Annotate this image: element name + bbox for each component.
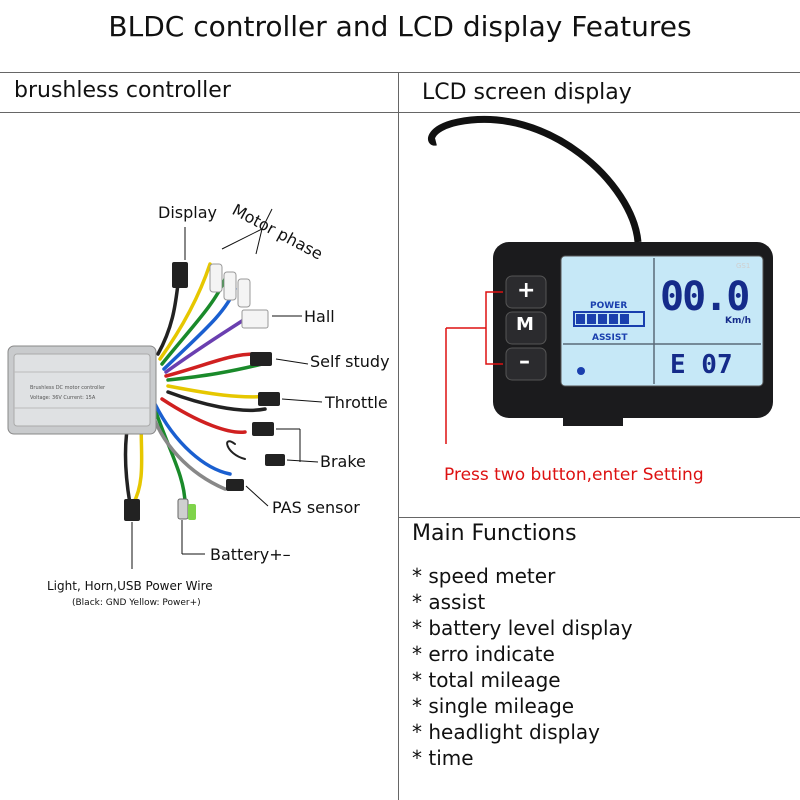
lcd-button-mode[interactable]: M xyxy=(516,314,534,335)
lcd-speed-unit: Km/h xyxy=(725,316,752,326)
functions-divider xyxy=(398,517,800,518)
function-item: * total mileage xyxy=(412,668,561,692)
function-item: * battery level display xyxy=(412,616,633,640)
function-item: * time xyxy=(412,746,474,770)
header-bottom-divider xyxy=(0,112,800,113)
page-title: BLDC controller and LCD display Features xyxy=(108,10,692,43)
label-self-study: Self study xyxy=(310,352,390,371)
label-pas-sensor: PAS sensor xyxy=(272,498,360,517)
svg-text:GS1: GS1 xyxy=(736,262,750,270)
label-display: Display xyxy=(158,203,217,222)
main-functions-heading: Main Functions xyxy=(412,521,577,546)
function-item: * single mileage xyxy=(412,694,575,718)
label-throttle: Throttle xyxy=(325,393,388,412)
lcd-error-code: E 07 xyxy=(670,350,733,380)
label-hall: Hall xyxy=(304,307,335,326)
function-item: * headlight display xyxy=(412,720,600,744)
label-light-horn-usb: Light, Horn,USB Power Wire xyxy=(47,579,213,593)
lcd-illustration: GS1 xyxy=(428,116,773,444)
lcd-button-minus[interactable]: – xyxy=(519,349,530,374)
lcd-speed-readout: 00.0 xyxy=(660,274,750,320)
column-divider xyxy=(398,72,399,800)
header-top-divider xyxy=(0,72,800,73)
function-item: * assist xyxy=(412,590,486,614)
lcd-assist-label: ASSIST xyxy=(592,333,628,343)
label-brake: Brake xyxy=(320,452,366,471)
right-section-header: LCD screen display xyxy=(422,80,632,105)
svg-text:Brushless DC motor controller: Brushless DC motor controller xyxy=(30,385,106,391)
controller-illustration: Brushless DC motor controller Voltage: 3… xyxy=(7,208,323,569)
label-wire-color-note: (Black: GND Yellow: Power+) xyxy=(72,598,201,608)
left-section-header: brushless controller xyxy=(14,78,231,103)
main-functions-list: * speed meter * assist * battery level d… xyxy=(412,563,633,771)
svg-text:Voltage: 36V Current: 15A: Voltage: 36V Current: 15A xyxy=(30,395,96,401)
lcd-power-label: POWER xyxy=(590,301,628,311)
lcd-button-plus[interactable]: + xyxy=(517,278,536,303)
label-battery: Battery+– xyxy=(210,545,291,564)
function-item: * erro indicate xyxy=(412,642,555,666)
function-item: * speed meter xyxy=(412,564,556,588)
lcd-setting-hint: Press two button,enter Setting xyxy=(444,465,704,485)
